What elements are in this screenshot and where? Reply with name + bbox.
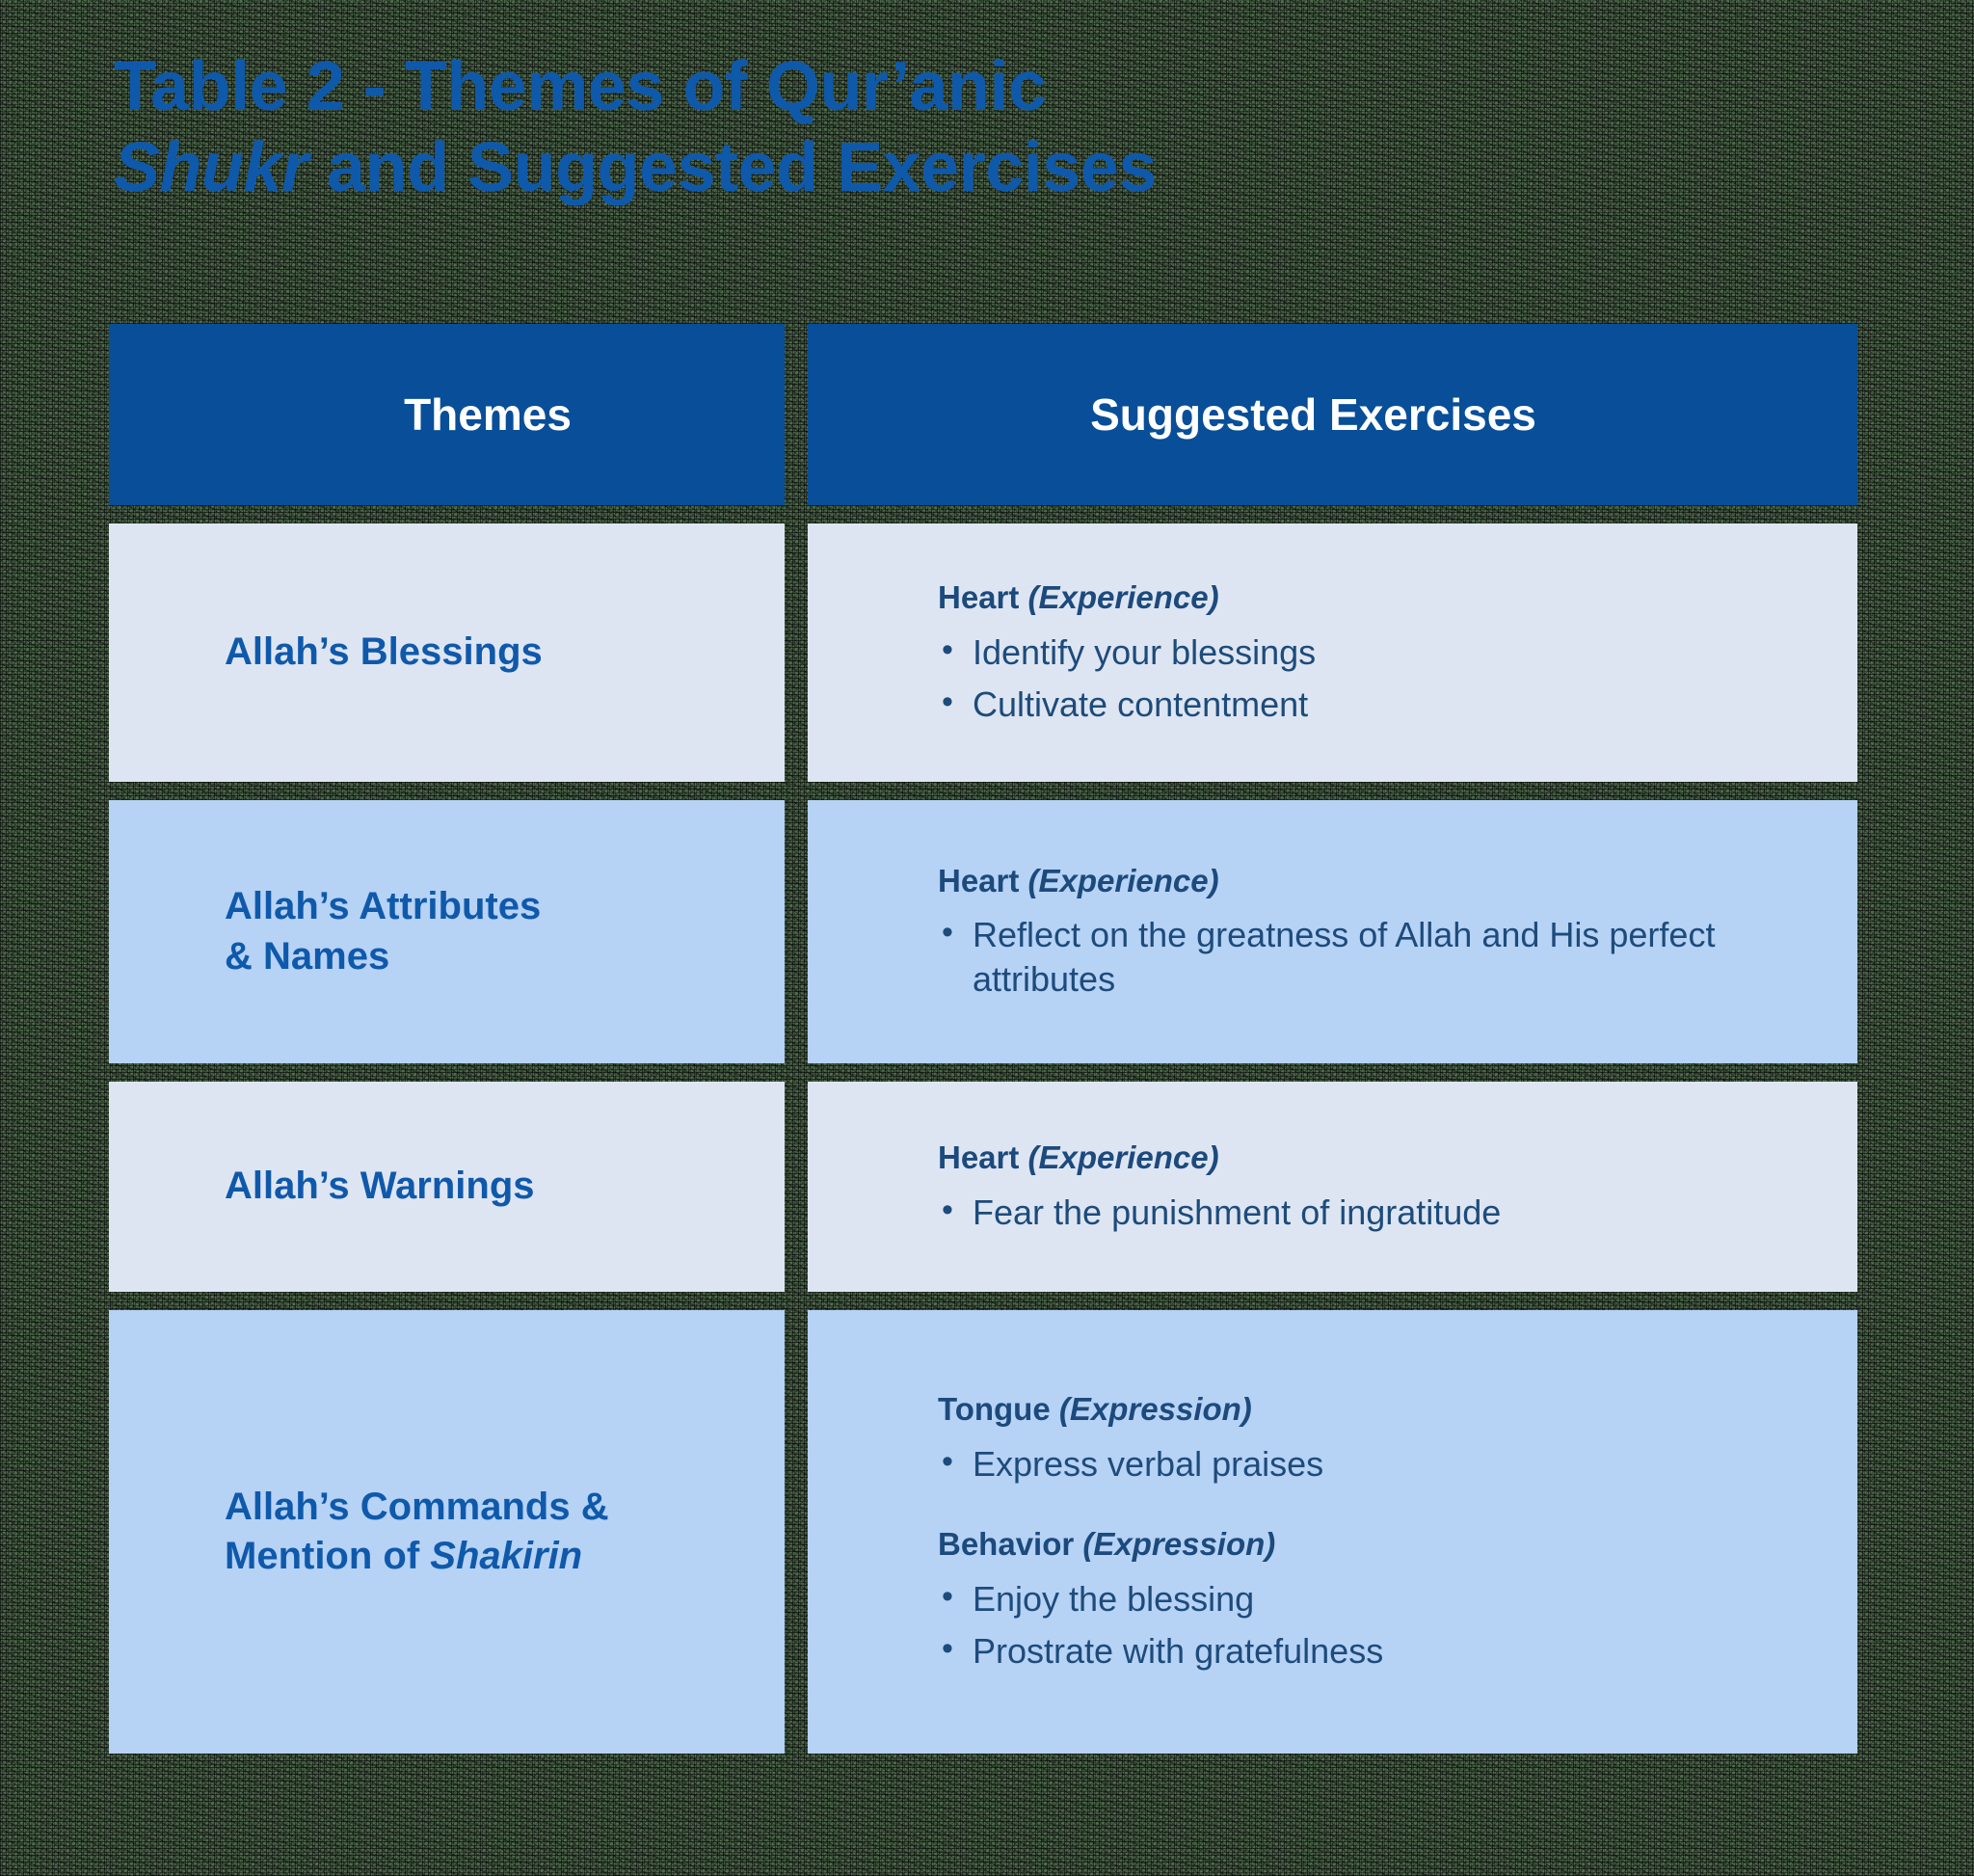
list-item: Cultivate contentment <box>938 682 1819 727</box>
theme-label-italic: Shakirin <box>430 1535 583 1577</box>
exercise-group-heading-text: Behavior <box>938 1525 1083 1562</box>
table-row: Allah’s Commands &Mention of Shakirin To… <box>109 1310 1857 1754</box>
table-cell-theme: Allah’s Blessings <box>109 523 785 782</box>
list-item: Fear the punishment of ingratitude <box>938 1190 1819 1235</box>
page-title-line-2: Shukr and Suggested Exercises <box>114 127 1752 208</box>
themes-table: Themes Suggested Exercises Allah’s Bless… <box>109 324 1857 1754</box>
list-item: Prostrate with gratefulness <box>938 1628 1819 1674</box>
exercise-group-heading-text: Heart <box>938 862 1028 898</box>
exercise-bullet-list: Reflect on the greatness of Allah and Hi… <box>938 912 1819 1002</box>
exercise-group-heading-italic: (Expression) <box>1058 1391 1252 1428</box>
page-title: Table 2 - Themes of Qur’anic Shukr and S… <box>114 46 1752 208</box>
exercise-group-heading: Tongue (Expression) <box>938 1390 1819 1429</box>
exercise-group-heading-text: Tongue <box>938 1391 1059 1428</box>
exercise-bullet-list: Enjoy the blessing Prostrate with gratef… <box>938 1576 1819 1674</box>
theme-label-text: Allah’s Blessings <box>225 630 543 674</box>
table-header-cell-themes: Themes <box>109 324 785 505</box>
table-cell-exercises: Heart (Experience) Identify your blessin… <box>808 523 1857 782</box>
exercise-bullet-list: Fear the punishment of ingratitude <box>938 1190 1819 1235</box>
page-title-line-2-rest: and Suggested Exercises <box>307 129 1157 207</box>
table-cell-exercises: Heart (Experience) Reflect on the greatn… <box>808 800 1857 1063</box>
table-header-cell-exercises: Suggested Exercises <box>808 324 1857 505</box>
exercise-group-heading: Behavior (Expression) <box>938 1525 1819 1564</box>
exercise-group-heading-italic: (Experience) <box>1027 579 1219 616</box>
theme-label-text: Allah’s Commands &Mention of <box>225 1485 609 1577</box>
table-cell-theme: Allah’s Commands &Mention of Shakirin <box>109 1310 785 1754</box>
table-cell-exercises: Heart (Experience) Fear the punishment o… <box>808 1082 1857 1292</box>
page-title-shukr-italic: Shukr <box>114 129 308 207</box>
exercise-group-heading-text: Heart <box>938 579 1028 616</box>
exercise-bullet-list: Identify your blessings Cultivate conten… <box>938 630 1819 727</box>
exercise-group-heading: Heart (Experience) <box>938 862 1819 900</box>
page-title-line-1-rest: Themes of Qur’anic <box>404 48 1047 125</box>
theme-label: Allah’s Attributes& Names <box>225 882 541 980</box>
table-row: Allah’s Warnings Heart (Experience) Fear… <box>109 1082 1857 1292</box>
table-header-row: Themes Suggested Exercises <box>109 324 1857 505</box>
table-header-label-exercises: Suggested Exercises <box>1090 389 1536 440</box>
theme-label: Allah’s Blessings <box>225 628 543 677</box>
page-title-line-1: Table 2 - Themes of Qur’anic <box>114 46 1752 127</box>
list-item: Enjoy the blessing <box>938 1576 1819 1621</box>
page-title-table-label: Table 2 - <box>114 48 405 125</box>
exercise-group-heading: Heart (Experience) <box>938 1139 1819 1177</box>
table-cell-theme: Allah’s Attributes& Names <box>109 800 785 1063</box>
theme-label: Allah’s Warnings <box>225 1162 535 1211</box>
list-item: Reflect on the greatness of Allah and Hi… <box>938 912 1819 1002</box>
exercise-group-heading-text: Heart <box>938 1139 1028 1176</box>
exercise-group-heading-italic: (Expression) <box>1082 1525 1276 1562</box>
table-row: Allah’s Blessings Heart (Experience) Ide… <box>109 523 1857 782</box>
exercise-group-heading-italic: (Experience) <box>1027 862 1219 898</box>
theme-label-text: Allah’s Warnings <box>225 1165 535 1208</box>
exercise-group-heading-italic: (Experience) <box>1027 1139 1219 1176</box>
theme-label-text: Allah’s Attributes& Names <box>225 885 542 978</box>
list-item: Identify your blessings <box>938 630 1819 675</box>
table-row: Allah’s Attributes& Names Heart (Experie… <box>109 800 1857 1063</box>
table-cell-theme: Allah’s Warnings <box>109 1082 785 1292</box>
list-item: Express verbal praises <box>938 1441 1819 1487</box>
table-header-label-themes: Themes <box>404 389 572 440</box>
exercise-bullet-list: Express verbal praises <box>938 1441 1819 1487</box>
table-cell-exercises: Tongue (Expression) Express verbal prais… <box>808 1310 1857 1754</box>
theme-label: Allah’s Commands &Mention of Shakirin <box>225 1483 609 1581</box>
exercise-group-heading: Heart (Experience) <box>938 578 1819 617</box>
